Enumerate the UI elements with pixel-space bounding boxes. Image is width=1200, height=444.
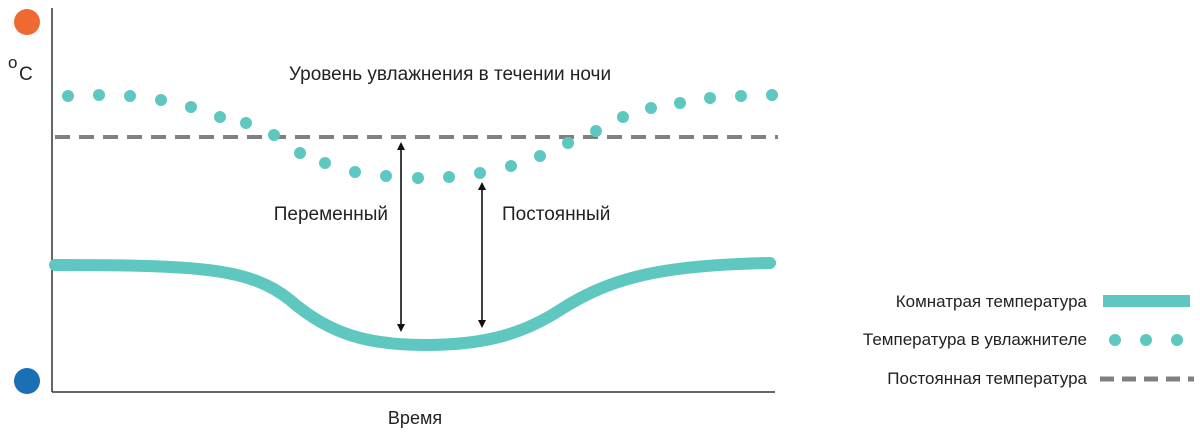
humidifier-dot <box>124 90 136 102</box>
legend-label-room: Комнатрая температура <box>896 292 1088 311</box>
humidifier-dot <box>534 150 546 162</box>
legend-swatch-humidifier-dot <box>1109 334 1121 346</box>
humidifier-dot <box>562 137 574 149</box>
humidifier-dot <box>349 166 361 178</box>
room-temperature-curve <box>49 257 776 352</box>
humidifier-dot <box>766 89 778 101</box>
cold-indicator-icon <box>14 368 40 394</box>
humidifier-dot <box>617 111 629 123</box>
humidifier-dot <box>185 101 197 113</box>
legend-label-constant: Постоянная температура <box>887 369 1087 388</box>
humidifier-dot <box>735 90 747 102</box>
y-label-super: o <box>8 53 17 72</box>
humidifier-temperature-series <box>62 89 778 184</box>
humidifier-dot <box>590 125 602 137</box>
y-label: C <box>19 64 33 85</box>
humidifier-dot <box>443 171 455 183</box>
humidifier-dot <box>93 89 105 101</box>
humidifier-dot <box>412 172 424 184</box>
humidifier-dot <box>380 170 392 182</box>
humidifier-dot <box>214 111 226 123</box>
humidifier-dot <box>155 94 167 106</box>
constant-label: Постоянный <box>502 204 610 225</box>
humidifier-dot <box>505 160 517 172</box>
legend: Комнатрая температура Температура в увла… <box>863 292 1194 388</box>
humidifier-dot <box>240 117 252 129</box>
humidifier-dot <box>319 157 331 169</box>
humidifier-dot <box>62 90 74 102</box>
legend-swatch-room <box>1103 295 1190 307</box>
variable-label: Переменный <box>274 204 388 225</box>
humidifier-dot <box>704 92 716 104</box>
x-label: Время <box>388 408 442 428</box>
humidifier-dot <box>645 102 657 114</box>
humidifier-dot <box>674 97 686 109</box>
humidifier-dot <box>474 167 486 179</box>
legend-swatch-humidifier-dot <box>1140 334 1152 346</box>
humidifier-dot <box>268 129 280 141</box>
legend-swatch-humidifier-dot <box>1171 334 1183 346</box>
humidifier-dot <box>294 147 306 159</box>
chart-title: Уровень увлажнения в течении ночи <box>289 64 611 85</box>
legend-label-humidifier: Температура в увлажнителе <box>863 330 1087 349</box>
hot-indicator-icon <box>14 9 40 35</box>
